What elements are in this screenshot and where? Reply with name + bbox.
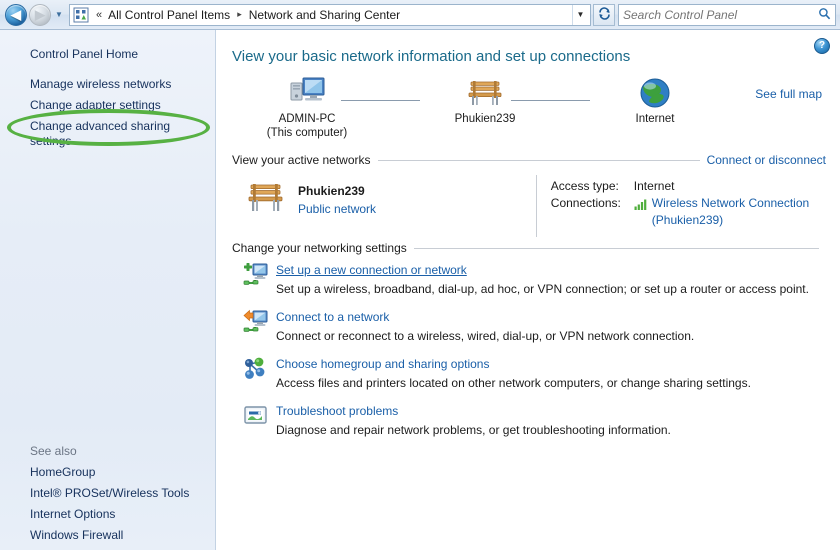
globe-icon [590,73,720,111]
map-connector-line [511,100,590,101]
breadcrumb-address-field[interactable]: « All Control Panel Items ▸ Network and … [69,3,591,26]
sidebar-item-internet-options[interactable]: Internet Options [30,507,116,521]
chevron-down-icon: ▼ [55,10,63,19]
networking-settings-heading: Change your networking settings [232,241,407,255]
active-networks-header: View your active networks Connect or dis… [228,153,826,167]
setting-item-body: Choose homegroup and sharing options Acc… [270,355,826,391]
network-node-internet[interactable]: Internet [590,73,720,126]
setting-description: Connect or reconnect to a wireless, wire… [276,329,695,343]
search-box[interactable] [618,3,836,26]
detail-key: Connections: [550,196,621,210]
help-icon[interactable]: ? [814,38,830,54]
setting-item-set-up-new-connection[interactable]: Set up a new connection or network Set u… [242,261,826,297]
active-network-details: Access type: Internet Connections: Wirel… [551,175,826,237]
setting-description: Set up a wireless, broadband, dial-up, a… [276,282,809,296]
sidebar: Control Panel Home Manage wireless netwo… [0,30,216,550]
troubleshoot-icon [242,402,270,430]
breadcrumb-separator-icon: ▸ [237,9,242,19]
breadcrumb-item-all-control-panel-items[interactable]: All Control Panel Items [108,7,231,22]
setting-item-connect-to-a-network[interactable]: Connect to a network Connect or reconnec… [242,308,826,344]
setting-link-connect-to-a-network[interactable]: Connect to a network [276,310,390,324]
connect-or-disconnect-link[interactable]: Connect or disconnect [706,153,826,167]
active-networks-heading: View your active networks [232,153,371,167]
sidebar-item-control-panel-home[interactable]: Control Panel Home [30,47,139,61]
networking-settings-list: Set up a new connection or network Set u… [228,261,826,438]
sidebar-item-change-adapter-settings[interactable]: Change adapter settings [30,98,161,112]
refresh-button[interactable] [593,3,615,26]
back-button[interactable]: ◀ [5,3,27,26]
network-node-label: Phukien239 [454,113,516,125]
recent-pages-button[interactable]: ▼ [52,4,66,26]
breadcrumb-item-network-and-sharing-center[interactable]: Network and Sharing Center [248,7,401,22]
page-title: View your basic network information and … [232,48,631,65]
active-network-identity[interactable]: Phukien239 Public network [242,175,536,237]
see-also-section: See also HomeGroup Intel® PROSet/Wireles… [0,441,215,546]
wireless-connection-link[interactable]: Wireless Network Connection (Phukien239) [651,196,810,227]
detail-row-connections: Connections: Wireless Network Connection… [551,195,826,229]
setting-link-troubleshoot-problems[interactable]: Troubleshoot problems [276,404,399,418]
setting-description: Diagnose and repair network problems, or… [276,423,671,437]
sidebar-item-intel-proset-wireless-tools[interactable]: Intel® PROSet/Wireless Tools [30,486,190,500]
new-connection-icon [242,261,270,289]
divider-rule [377,159,700,161]
address-dropdown-button[interactable]: ▼ [572,4,588,25]
active-network-type-link[interactable]: Public network [298,202,377,216]
network-node-sublabel: (This computer) [266,127,348,139]
forward-arrow-icon: ▶ [35,7,45,22]
vertical-divider [535,175,537,237]
control-panel-icon [73,7,89,23]
networking-settings-header: Change your networking settings [228,241,826,255]
network-node-label: ADMIN-PC [278,113,336,125]
setting-description: Access files and printers located on oth… [276,376,751,390]
detail-key: Access type: [550,179,619,193]
search-input[interactable] [623,7,818,22]
active-network-name: Phukien239 [298,184,365,198]
forward-button[interactable]: ▶ [29,3,51,26]
setting-link-choose-homegroup[interactable]: Choose homegroup and sharing options [276,357,490,371]
see-full-map-link[interactable]: See full map [755,87,822,101]
address-bar: ◀ ▶ ▼ « All Control Panel Items ▸ Networ… [0,0,840,30]
sidebar-item-change-advanced-sharing-settings[interactable]: Change advanced sharing settings [30,119,171,148]
main-panel: ? View your basic network information an… [216,30,840,550]
setting-item-body: Troubleshoot problems Diagnose and repai… [270,402,826,438]
homegroup-icon [242,355,270,383]
network-node-label: Internet [635,113,675,125]
chevron-down-icon: ▼ [576,10,585,19]
divider-rule [413,247,819,249]
sidebar-item-manage-wireless-networks[interactable]: Manage wireless networks [30,77,172,91]
detail-value: Internet [633,179,675,193]
map-connector-line [341,100,420,101]
bench-icon [242,179,288,219]
breadcrumb-overflow[interactable]: « [96,8,103,21]
setting-link-set-up-new-connection[interactable]: Set up a new connection or network [276,263,467,277]
sidebar-item-windows-firewall[interactable]: Windows Firewall [30,528,124,542]
refresh-icon [598,6,611,23]
detail-row-access-type: Access type: Internet [551,178,826,195]
active-network-names: Phukien239 Public network [288,179,376,218]
sidebar-item-homegroup[interactable]: HomeGroup [30,465,96,479]
network-node-this-computer[interactable]: ADMIN-PC (This computer) [242,73,372,140]
network-map: ADMIN-PC (This computer) [228,73,826,149]
active-network-row: Phukien239 Public network Access type: I… [228,175,826,237]
back-arrow-icon: ◀ [11,7,21,22]
wifi-signal-icon [634,198,649,210]
sidebar-spacer [0,65,215,74]
setting-item-troubleshoot-problems[interactable]: Troubleshoot problems Diagnose and repai… [242,402,826,438]
setting-item-body: Set up a new connection or network Set u… [270,261,826,297]
connect-network-icon [242,308,270,336]
computer-icon [242,73,372,111]
bench-icon [420,73,550,111]
setting-item-choose-homegroup[interactable]: Choose homegroup and sharing options Acc… [242,355,826,391]
setting-item-body: Connect to a network Connect or reconnec… [270,308,826,344]
search-icon[interactable] [818,7,831,23]
network-node-phukien239[interactable]: Phukien239 [420,73,550,126]
see-also-title: See also [30,444,77,458]
window-content: Control Panel Home Manage wireless netwo… [0,30,840,550]
